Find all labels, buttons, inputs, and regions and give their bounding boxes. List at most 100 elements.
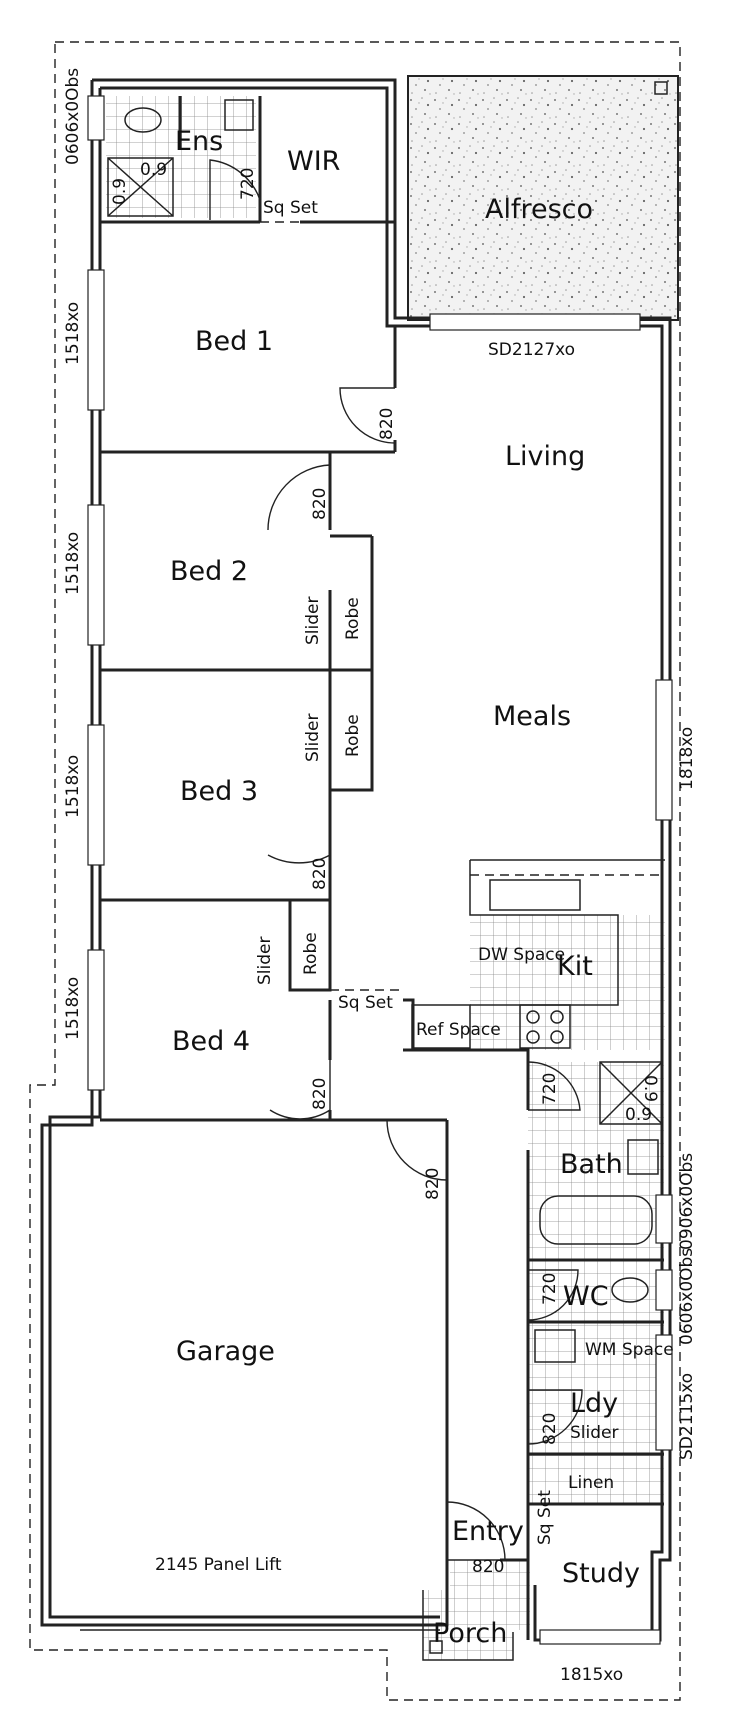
robe-bed2-label: Robe [343,597,363,640]
bathtub [539,1195,653,1245]
shower-bath-label: 0.9 [625,1105,652,1125]
window-study [539,1629,661,1645]
window-wc-label: 0606x0Obs [677,1248,697,1345]
window-living-label: SD2127xo [488,340,575,360]
window-bed4 [87,949,105,1091]
window-bath-label: 0906x0Obs [677,1153,697,1250]
window-bed3-label: 1518xo [63,755,83,818]
door-bath-label: 720 [540,1073,560,1105]
window-bed2 [87,504,105,646]
wm-space-label: WM Space [585,1340,674,1360]
door-garage [386,1119,448,1181]
dw-space-label: DW Space [478,945,565,965]
kitchen-floor [470,915,665,1050]
laundry-tub [534,1329,576,1363]
room-label-bed3: Bed 3 [180,776,258,807]
room-label-entry: Entry [452,1516,524,1547]
shower-bath-label-b: 0.9 [640,1075,660,1102]
cooktop-burner [526,1010,540,1024]
door-bed1 [339,387,396,444]
cooktop-burner [550,1010,564,1024]
shower-bath [599,1061,663,1125]
slider-ldy-label: Slider [570,1423,618,1443]
room-label-wir: WIR [287,146,340,177]
shower-bath-cross [599,1061,663,1125]
shower-ens-label-b: 0.9 [110,178,130,205]
ref-space-label: Ref Space [416,1020,501,1040]
wc-toilet [611,1277,649,1303]
room-label-kitchen: Kit [557,951,593,982]
windows [87,95,673,1645]
door-bed3-label: 820 [310,858,330,890]
toilet [124,107,162,133]
garage-door-label: 2145 Panel Lift [155,1555,282,1575]
robe-bed3-label: Robe [343,714,363,757]
room-label-meals: Meals [493,701,571,732]
sq-set-wir-label: Sq Set [263,198,318,218]
door-ens [209,159,261,220]
window-bed4-label: 1518xo [63,977,83,1040]
fridge-space [411,1004,471,1049]
window-ens-label: 0606x0Obs [63,68,83,165]
window-bed3 [87,724,105,866]
room-label-bed1: Bed 1 [195,326,273,357]
room-label-bed2: Bed 2 [170,556,248,587]
linen-floor [528,1454,664,1504]
window-ldy-label: SD2115xo [677,1373,697,1460]
door-entry [446,1501,506,1561]
room-label-bath: Bath [560,1149,623,1180]
cooktop [519,1004,571,1049]
window-bed1 [87,269,105,411]
slider-bed3-label: Slider [303,714,323,762]
window-ldy [655,1334,673,1451]
door-bed2 [267,464,331,531]
door-bed4-label: 820 [310,1078,330,1110]
garage-door [80,1624,440,1631]
bath-floor [528,1062,664,1260]
room-label-bed4: Bed 4 [172,1026,250,1057]
cooktop-burner [526,1030,540,1044]
laundry-floor [528,1322,664,1454]
alfresco-post [654,81,668,95]
shower-ens [107,157,174,217]
room-label-ensuite: Ens [175,126,223,157]
porch-post [429,1640,443,1654]
vanity-basin [224,99,254,131]
slider-bed2-label: Slider [303,597,323,645]
shower-ens-label: 0.9 [140,160,167,180]
cooktop-burner [550,1030,564,1044]
door-wc-label: 720 [540,1273,560,1305]
sq-set-bed4-label: Sq Set [338,993,393,1013]
door-bath [527,1061,581,1111]
slider-bed4-label: Slider [255,937,275,985]
bath-basin [627,1139,659,1175]
room-label-garage: Garage [176,1336,275,1367]
window-bed2-label: 1518xo [63,532,83,595]
site-boundary [29,41,681,1701]
door-bed3 [267,790,331,864]
room-label-laundry: Ldy [570,1388,618,1419]
window-living [429,313,641,331]
room-label-wc: WC [563,1281,609,1312]
sink [489,879,581,911]
room-label-linen: Linen [568,1473,614,1493]
door-bed1-label: 820 [377,408,397,440]
sq-set-entry-label: Sq Set [535,1490,555,1545]
room-label-study: Study [562,1558,640,1589]
robe-bed4-label: Robe [301,932,321,975]
door-ldy [527,1389,583,1445]
room-label-alfresco: Alfresco [485,194,593,225]
door-ldy-label: 820 [540,1413,560,1445]
room-label-porch: Porch [433,1618,507,1649]
window-wc [655,1269,673,1311]
door-bed4 [269,1060,331,1120]
alfresco-slab [407,75,679,321]
window-study-label: 1815xo [560,1665,623,1685]
window-bed1-label: 1518xo [63,302,83,365]
shower-ens-cross [107,157,174,217]
door-bed2-label: 820 [310,488,330,520]
window-ens [87,95,105,141]
internal-walls [100,96,664,1640]
window-meals-label: 1818xo [677,727,697,790]
